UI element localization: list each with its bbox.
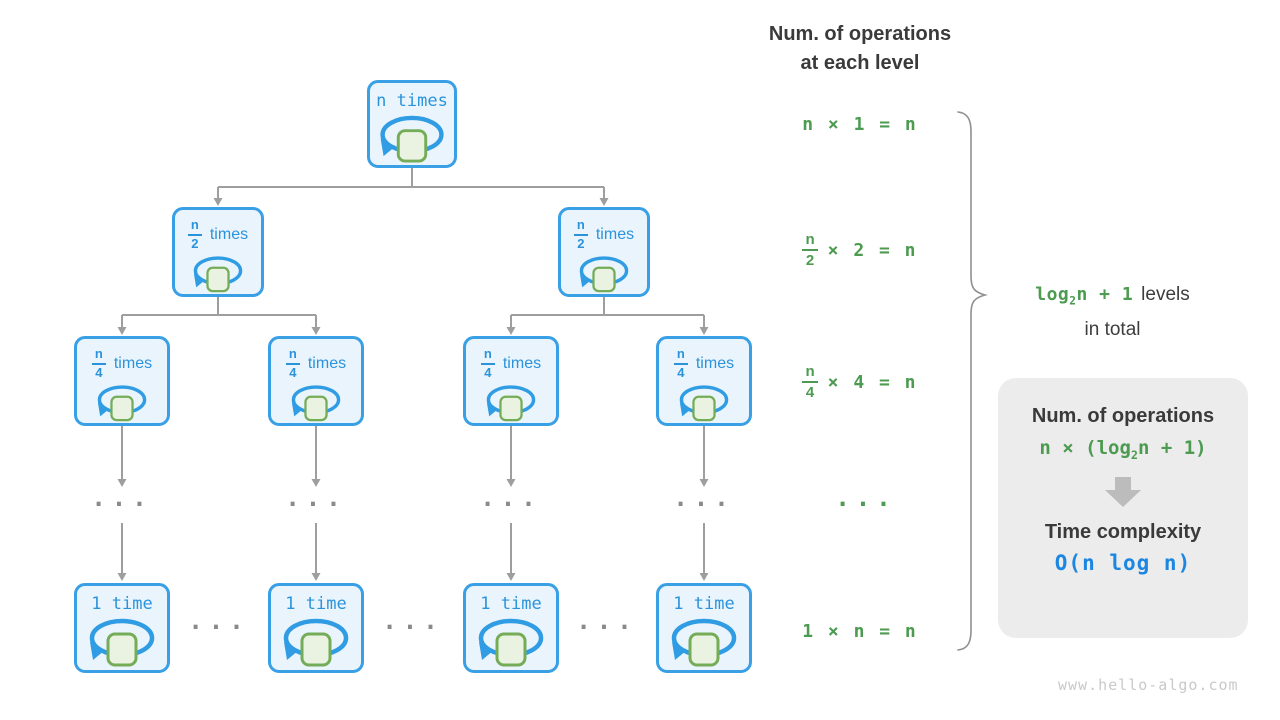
ellipsis-dots: ... (382, 607, 444, 635)
tree-node-leaf-4: 1 time (656, 583, 752, 673)
ellipsis-dots: ... (673, 484, 735, 512)
loop-icon (193, 256, 243, 293)
down-arrow-icon (1105, 476, 1141, 507)
equation-level1: n × 1 = n (802, 113, 918, 135)
panel-complexity: O(n log n) (1054, 550, 1192, 575)
ellipsis-dots: ... (285, 484, 347, 512)
ellipsis-dots: ... (188, 607, 250, 635)
loop-icon (486, 385, 536, 422)
ellipsis-dots: ... (480, 484, 542, 512)
panel-title: Num. of operations (1031, 405, 1215, 427)
panel-subtitle: Time complexity (1044, 520, 1202, 543)
panel-formula: n × (log2n + 1) (1039, 437, 1207, 462)
ellipsis-dots: ... (576, 607, 638, 635)
column-header-line1: Num. of operations (768, 23, 952, 45)
ellipsis-dots: ... (91, 484, 153, 512)
levels-note-line2: in total (1084, 318, 1141, 340)
loop-icon (671, 618, 737, 667)
loop-icon (380, 115, 444, 163)
loop-icon (89, 618, 155, 667)
summary-panel: Num. of operations n × (log2n + 1) Time … (998, 378, 1248, 638)
loop-icon (478, 618, 544, 667)
column-header-line2: at each level (800, 52, 920, 74)
levels-formula: log2n + 1 (1035, 284, 1134, 308)
tree-node-leaf-2: 1 time (268, 583, 364, 673)
brace-icon (957, 111, 989, 651)
column-header: Num. of operations at each level (730, 20, 990, 78)
equation-leaf: 1 × n = n (802, 620, 918, 642)
loop-icon (97, 385, 147, 422)
watermark: www.hello-algo.com (1058, 676, 1239, 694)
node-label: 1 time (673, 594, 735, 614)
node-label: n times (376, 91, 448, 111)
node-label: 1 time (91, 594, 153, 614)
loop-icon (283, 618, 349, 667)
tree-node-leaf-3: 1 time (463, 583, 559, 673)
node-label: 1 time (285, 594, 347, 614)
loop-icon (579, 256, 629, 293)
loop-icon (291, 385, 341, 422)
node-label: 1 time (480, 594, 542, 614)
tree-node-leaf-1: 1 time (74, 583, 170, 673)
loop-icon (679, 385, 729, 422)
tree-node-root: n times (367, 80, 457, 168)
equation-ellipsis: ... (835, 484, 897, 512)
